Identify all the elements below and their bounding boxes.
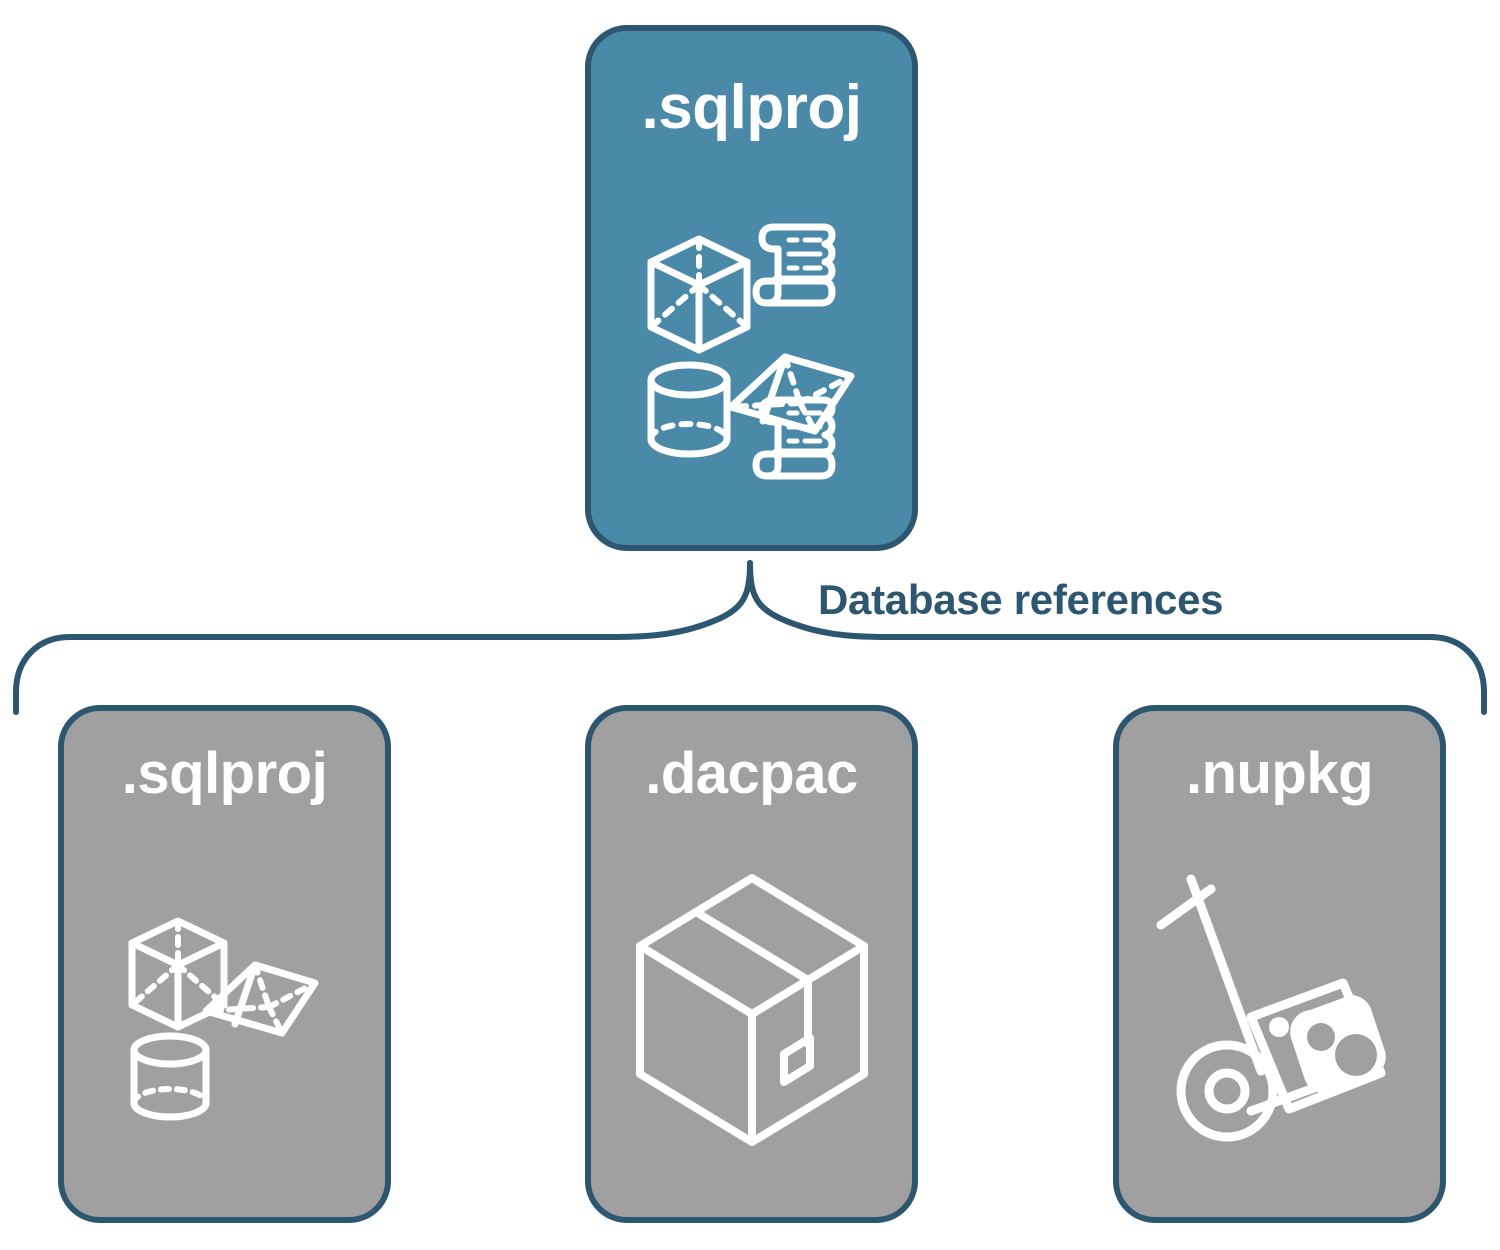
node-root-sqlproj[interactable]: .sqlproj xyxy=(585,25,918,551)
package-box-icon xyxy=(635,874,868,1146)
wireframe-pyramid-icon xyxy=(202,961,318,1037)
root-icon-group xyxy=(591,139,912,545)
root-node-label: .sqlproj xyxy=(641,73,862,142)
child-dacpac-icon-group xyxy=(591,803,912,1217)
child-nupkg-icon-group xyxy=(1119,803,1440,1217)
child-nupkg-label: .nupkg xyxy=(1185,741,1374,806)
scroll-script-icon xyxy=(752,223,835,307)
node-child-nupkg[interactable]: .nupkg xyxy=(1113,705,1446,1223)
node-child-dacpac[interactable]: .dacpac xyxy=(585,705,918,1223)
hand-truck-nuget-icon xyxy=(1156,874,1386,1142)
wireframe-cylinder-icon xyxy=(130,1032,209,1121)
child-sqlproj-icon-group xyxy=(64,803,385,1217)
child-sqlproj-label: .sqlproj xyxy=(121,741,328,806)
node-child-sqlproj[interactable]: .sqlproj xyxy=(58,705,391,1223)
wireframe-cube-icon xyxy=(647,235,750,354)
scroll-script-icon xyxy=(752,396,835,480)
connector-label: Database references xyxy=(818,576,1224,623)
child-dacpac-label: .dacpac xyxy=(645,741,858,806)
wireframe-cylinder-icon xyxy=(647,361,730,458)
